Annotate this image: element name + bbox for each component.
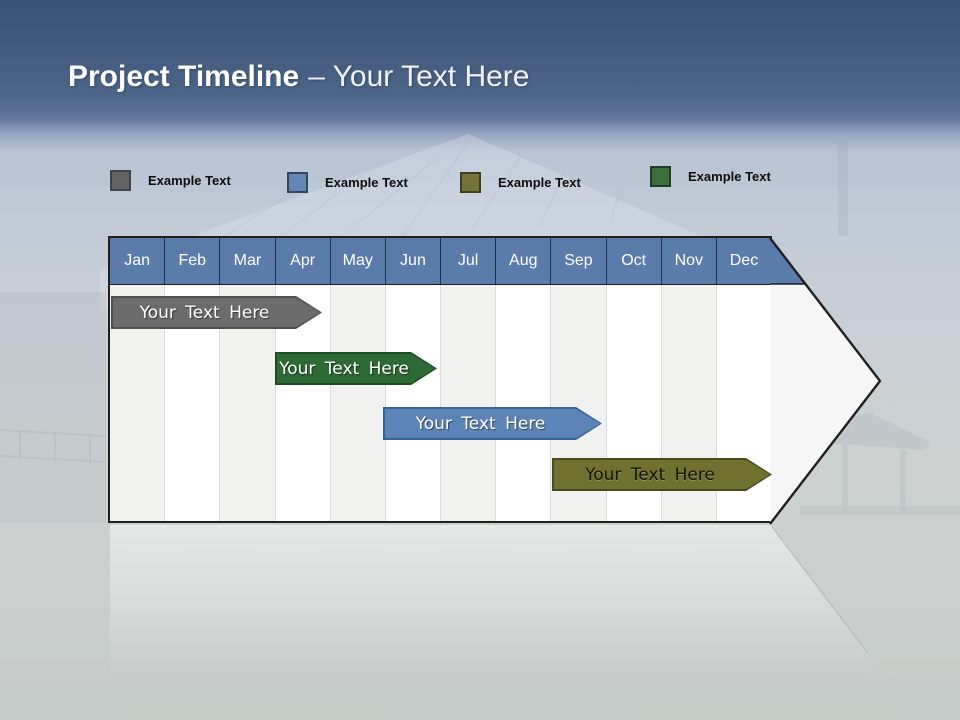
legend-swatch — [460, 172, 481, 193]
timeline-bar-label: Your Text Here — [585, 464, 715, 485]
legend-item[interactable]: Example Text — [460, 172, 581, 193]
timeline-bar[interactable]: Your Text Here — [383, 407, 602, 440]
legend-swatch — [287, 172, 308, 193]
month-cell-nov: Nov — [662, 238, 717, 284]
timeline-bar-fill: Your Text Here — [554, 460, 770, 489]
slide-title[interactable]: Project Timeline– Your Text Here — [68, 60, 529, 94]
timeline-column — [441, 285, 497, 521]
timeline-column — [385, 285, 442, 521]
title-subtitle: – Your Text Here — [308, 60, 530, 93]
month-cell-dec: Dec — [717, 238, 773, 284]
timeline-bar-label: Your Text Here — [279, 358, 409, 379]
timeline-arrowhead — [769, 237, 882, 525]
timeline-bar[interactable]: Your Text Here — [275, 352, 437, 385]
timeline-bar-fill: Your Text Here — [113, 298, 320, 327]
timeline-bar-fill: Your Text Here — [277, 354, 435, 383]
month-cell-jun: Jun — [386, 238, 442, 284]
legend-item[interactable]: Example Text — [287, 172, 408, 193]
legend-label: Example Text — [498, 175, 581, 190]
legend-label: Example Text — [325, 175, 408, 190]
timeline-bar-label: Your Text Here — [139, 302, 270, 323]
legend-label: Example Text — [148, 173, 231, 188]
timeline-column — [330, 285, 386, 521]
timeline-bar-fill: Your Text Here — [385, 409, 600, 438]
month-cell-aug: Aug — [496, 238, 552, 284]
timeline-bar[interactable]: Your Text Here — [552, 458, 772, 491]
month-cell-jan: Jan — [110, 238, 166, 284]
legend-item[interactable]: Example Text — [110, 170, 231, 191]
month-cell-jul: Jul — [441, 238, 497, 284]
month-header-row: Jan Feb Mar Apr May Jun Jul Aug Sep Oct … — [110, 238, 773, 285]
legend-swatch — [110, 170, 131, 191]
legend-swatch — [650, 166, 671, 187]
legend-item[interactable]: Example Text — [650, 166, 771, 187]
month-cell-oct: Oct — [607, 238, 662, 284]
month-cell-sep: Sep — [551, 238, 607, 284]
month-cell-feb: Feb — [165, 238, 221, 284]
month-cell-may: May — [331, 238, 386, 284]
timeline-bar[interactable]: Your Text Here — [111, 296, 322, 329]
timeline-reflection — [110, 525, 878, 720]
title-main: Project Timeline — [68, 60, 300, 93]
timeline-bar-label: Your Text Here — [415, 413, 546, 434]
month-cell-apr: Apr — [276, 238, 331, 284]
month-cell-mar: Mar — [220, 238, 276, 284]
timeline-column — [496, 285, 552, 521]
legend-label: Example Text — [688, 169, 771, 184]
